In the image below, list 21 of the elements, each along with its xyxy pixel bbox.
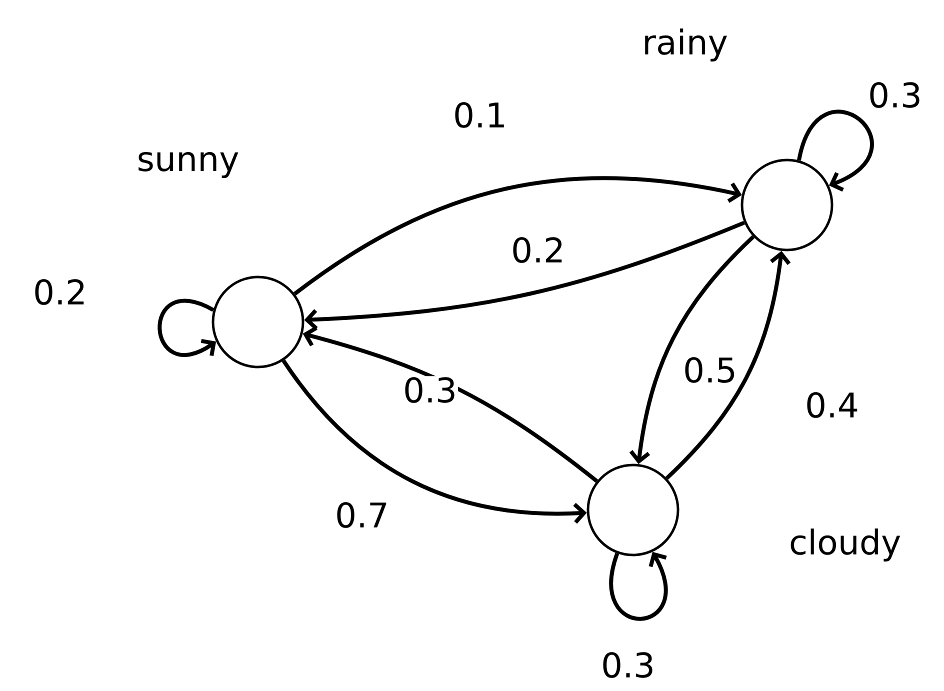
edge-label: 0.2	[32, 278, 88, 306]
node-label: cloudy	[790, 528, 900, 562]
arrow	[629, 235, 755, 464]
edge-label: 0.5	[682, 356, 738, 384]
edge-label: 0.4	[804, 391, 860, 419]
arrow	[282, 359, 587, 524]
arrow	[294, 176, 742, 296]
edge-label: 0.2	[510, 236, 566, 264]
node-label: rainy	[645, 28, 727, 62]
arrow	[302, 326, 598, 483]
loop-arrow	[610, 552, 668, 621]
edge-label: 0.3	[402, 376, 458, 404]
arrow	[665, 250, 791, 480]
edge-label: 0.7	[334, 501, 390, 529]
edge-label: 0.3	[600, 651, 656, 679]
loop-arrow	[797, 110, 874, 192]
arrow	[304, 220, 746, 330]
loop-arrow	[158, 298, 216, 357]
edge-label: 0.3	[866, 81, 924, 109]
edge-label: 0.1	[452, 101, 508, 129]
node-label: sunny	[138, 152, 238, 178]
